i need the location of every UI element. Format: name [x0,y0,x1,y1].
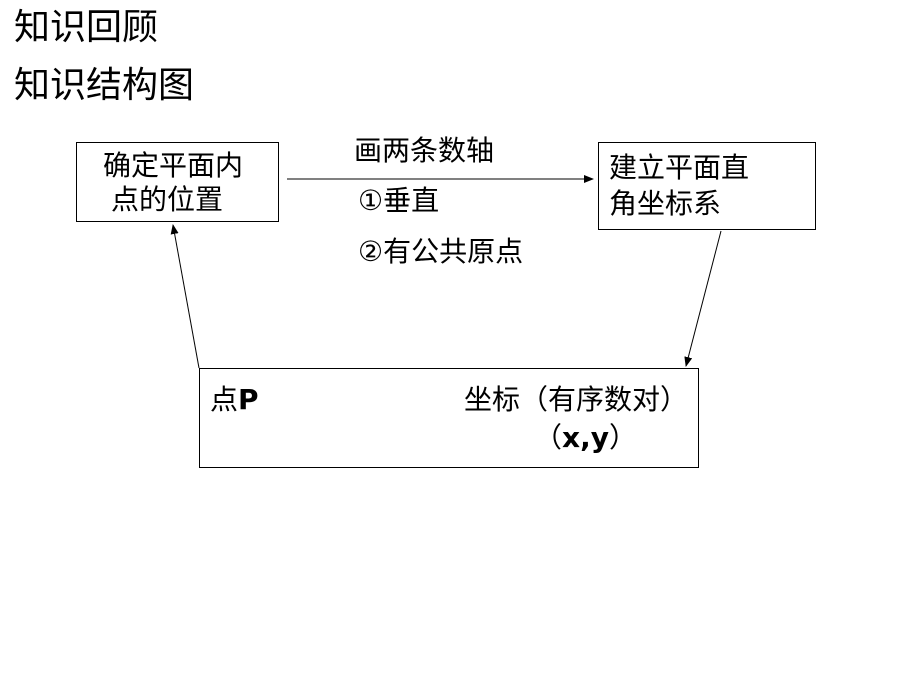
arrow-label-perpendicular: ①垂直 [358,184,440,217]
paren-close: ） [608,421,637,454]
page-title: 知识回顾 [14,7,159,48]
box-determine-position-line1: 确定平面内 [103,149,244,182]
box-coordinate-system-line2: 角坐标系 [609,187,722,220]
point-prefix: 点 [210,383,239,416]
box-coordinate-system: 建立平面直 角坐标系 [598,142,816,230]
box-coordinate-system-line1: 建立平面直 [609,151,750,184]
arrow-right-to-bottom [684,230,722,367]
arrow-bottom-to-left [170,224,200,369]
coordinate-label: 坐标（有序数对） [464,383,689,416]
box-point-coordinates: 点P 坐标（有序数对） （x,y） [199,368,699,468]
arrow-label-common-origin: ②有公共原点 [358,235,524,268]
point-label: 点P [210,383,259,417]
paren-open: （ [534,421,563,454]
coordinate-pair: （x,y） [534,421,637,455]
page-subtitle: 知识结构图 [14,65,195,106]
box-determine-position: 确定平面内 点的位置 [76,142,279,222]
box-determine-position-line2: 点的位置 [111,183,224,216]
arrow-label-draw-axes: 画两条数轴 [354,134,495,167]
point-variable: P [238,383,259,416]
coordinate-variables: x,y [562,421,609,454]
